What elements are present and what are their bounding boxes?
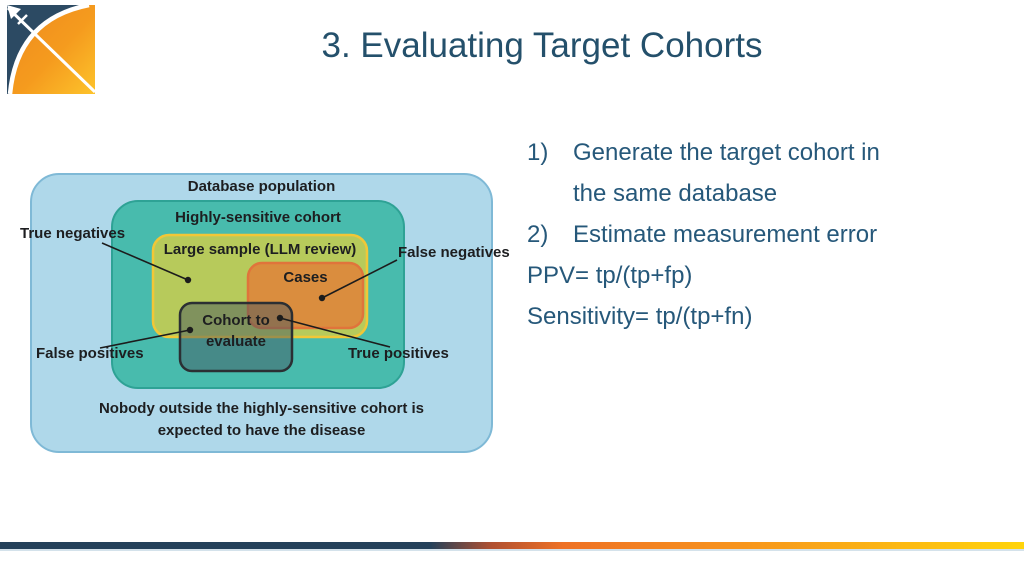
true-negatives-label: True negatives <box>20 225 126 242</box>
true-positives-connector <box>279 317 391 348</box>
large-sample-label: Large sample (LLM review) <box>163 241 357 258</box>
slide-title: 3. Evaluating Target Cohorts <box>321 26 763 65</box>
item-1-text: Generate the target cohort in the same d… <box>573 132 880 214</box>
cohort-venn-diagram: Database population Highly-sensitive coh… <box>20 173 510 453</box>
cases-label: Cases <box>283 269 328 286</box>
company-logo <box>7 5 95 94</box>
true-positives-label: True positives <box>348 345 449 362</box>
false-positives-label: False positives <box>36 345 144 362</box>
logo-arrow-fletching <box>17 14 28 25</box>
diagram-note-line1: Nobody outside the highly-sensitive coho… <box>98 400 425 417</box>
cohort-label-line1: Cohort to <box>202 312 270 329</box>
logo-arrow-tip <box>7 5 21 19</box>
cohort-to-evaluate-label: Cohort to evaluate <box>180 310 292 352</box>
cases-box <box>246 261 365 330</box>
item-1-line1: Generate the target cohort in <box>573 139 880 166</box>
cohort-to-evaluate-box <box>178 301 294 373</box>
numbered-item-1: 1) Generate the target cohort in the sam… <box>527 132 967 214</box>
logo-arrow-shaft <box>7 6 95 94</box>
numbered-item-2: 2) Estimate measurement error <box>527 214 967 255</box>
cohort-label-line2: evaluate <box>205 333 267 350</box>
false-negatives-dot <box>318 294 326 302</box>
ppv-formula: PPV= tp/(tp+fp) <box>527 262 693 289</box>
true-positives-dot <box>276 314 284 322</box>
diagram-note: Nobody outside the highly-sensitive coho… <box>30 398 493 442</box>
diagram-note-line2: expected to have the disease <box>157 422 366 439</box>
true-negatives-dot <box>184 276 192 284</box>
true-negatives-connector <box>101 242 189 281</box>
item-1-line2: the same database <box>573 180 778 207</box>
highly-sensitive-cohort-label: Highly-sensitive cohort <box>175 209 341 226</box>
false-positives-dot <box>186 326 194 334</box>
item-1-number: 1) <box>527 139 549 166</box>
false-positives-connector <box>99 329 191 349</box>
false-negatives-label: False negatives <box>398 244 510 261</box>
footer-hairline <box>0 549 1024 551</box>
item-2-number: 2) <box>527 221 549 248</box>
footer-gradient-bar <box>0 542 1024 549</box>
database-population-label: Database population <box>187 178 336 195</box>
diagram-shapes <box>30 173 493 453</box>
evaluation-steps-panel: 1) Generate the target cohort in the sam… <box>527 132 967 337</box>
item-2-text: Estimate measurement error <box>573 221 878 248</box>
sensitivity-formula: Sensitivity= tp/(tp+fn) <box>527 303 753 330</box>
false-negatives-connector <box>321 259 398 299</box>
